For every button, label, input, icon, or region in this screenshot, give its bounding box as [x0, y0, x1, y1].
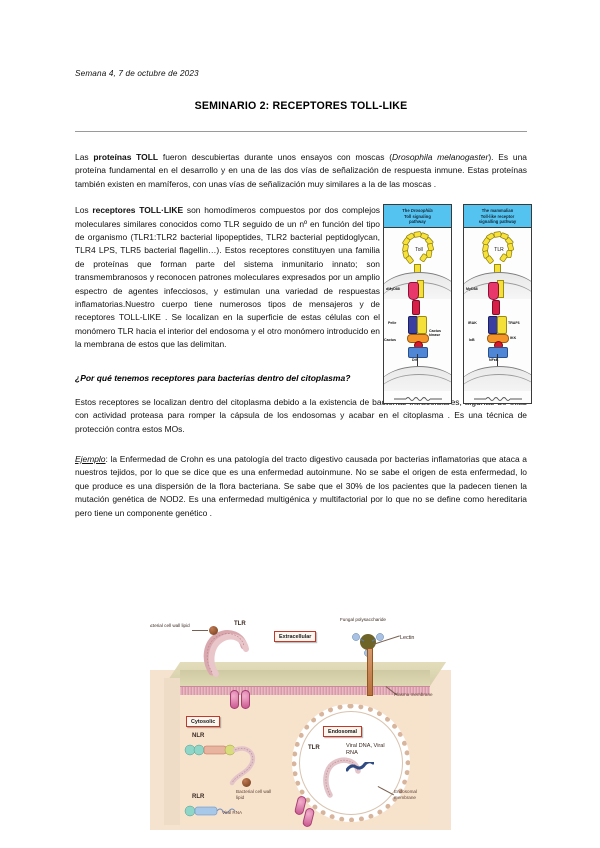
caption-species: Drosophila — [410, 208, 433, 214]
term-proteinas-toll: proteínas TOLL — [93, 152, 159, 162]
label-pelle: Pelle — [388, 321, 397, 326]
label-dif: Dif — [412, 358, 417, 363]
label-irak: IRAK — [468, 321, 477, 326]
pathway-figures-group: The Drosophila Toll signaling pathway — [383, 204, 533, 405]
p1-tail: ). Es una proteína fundamental en el des… — [75, 152, 527, 189]
dna-strand-icon — [394, 397, 442, 402]
tlr-tm-helix-a — [230, 690, 239, 709]
nuclear-membrane-inner — [384, 374, 451, 397]
label-ikb: IκB — [469, 338, 475, 343]
label-traf6: TRAF6 — [508, 321, 520, 326]
section-question-heading: ¿Por qué tenemos receptores para bacteri… — [75, 372, 351, 383]
label-dmyd88: dMyD88 — [386, 287, 400, 292]
irak-red-shape — [492, 300, 500, 316]
caption-line-2: Toll signaling — [404, 213, 431, 219]
label-lectin: Lectin — [400, 635, 415, 641]
pattern-recognition-diagram: Bacterial cell wall lipid TLR Extracellu… — [150, 612, 451, 830]
paragraph-toll-proteins: Las proteínas TOLL fueron descubiertas d… — [75, 151, 527, 191]
label-bacterial-cell-wall-lipid-cytosolic: Bacterial cell wall lipid — [236, 789, 272, 800]
bacterial-lipid-leader-line — [192, 630, 208, 631]
term-receptores-toll-like: receptores TOLL·LIKE — [92, 205, 184, 216]
label-cactus: Cactus — [384, 338, 396, 343]
rlr-receptor-icon — [184, 805, 236, 817]
label-bacterial-cell-wall-lipid-top: Bacterial cell wall lipid — [150, 623, 190, 628]
column-text: Los receptores TOLL·LIKE son homodímeros… — [75, 204, 380, 351]
tlr-receptor-horseshoe-icon: TLR — [482, 231, 514, 265]
lectin-receptor-stem — [367, 648, 373, 696]
label-tlr-endosomal: TLR — [308, 745, 320, 751]
myd88-shape — [488, 282, 499, 301]
p2-lead: Los — [75, 205, 93, 216]
dif-shape — [408, 347, 428, 359]
p1-mid: fueron descubiertas durante unos ensayos… — [158, 152, 393, 162]
pelle-red-shape — [412, 300, 420, 316]
caption-line-2: Toll-like receptor — [480, 213, 515, 219]
nuclear-translocation-arrow — [417, 354, 418, 371]
nfkb-shape — [488, 347, 508, 359]
label-endosomal-membrane: Endosomal membrane — [394, 789, 417, 800]
document-date: Semana 4, 7 de octubre de 2023 — [75, 69, 199, 78]
paragraph-crohn-example: Ejemplo: la Enfermedad de Crohn es una p… — [75, 453, 527, 520]
label-nfkb: NFκB — [489, 358, 499, 363]
paragraph-toll-like-receptors: Los receptores TOLL·LIKE son homodímeros… — [75, 204, 380, 351]
dmyd88-shape — [408, 282, 419, 301]
toll-receptor-horseshoe-icon: Toll — [402, 231, 434, 265]
p1-lead: Las — [75, 152, 94, 162]
label-fungal-polysaccharide: Fungal polysaccharide — [340, 617, 386, 622]
species-drosophila-melanogaster: Drosophila melanogaster — [392, 152, 489, 162]
paragraph-cytoplasmic-receptors: Estos receptores se localizan dentro del… — [75, 396, 527, 434]
label-myd88: MyD88 — [466, 287, 478, 292]
nuclear-translocation-arrow — [497, 354, 498, 371]
fungal-polysaccharide-icon — [352, 633, 384, 657]
tlr-tm-helix-b — [241, 690, 250, 709]
figure-drosophila-caption: The Drosophila Toll signaling pathway — [384, 205, 451, 229]
text-and-figures-row: Los receptores TOLL·LIKE son homodímeros… — [75, 204, 532, 405]
figure-mammalian-caption: The mammalian Toll-like receptor signall… — [464, 205, 531, 229]
membrane-left-face — [164, 678, 180, 825]
figure-drosophila-toll-pathway: The Drosophila Toll signaling pathway — [383, 204, 452, 405]
page-title: SEMINARIO 2: RECEPTORES TOLL-LIKE — [194, 100, 408, 112]
region-label-cytosolic: Cytosolic — [186, 716, 221, 728]
title-divider — [75, 131, 527, 132]
region-label-extracellular: Extracellular — [274, 631, 317, 643]
label-viral-dna-rna: Viral DNA, Viral RNA — [346, 743, 385, 756]
traf6-yellow-shape — [497, 316, 507, 335]
spacer-before-example — [75, 436, 527, 453]
region-label-endosomal: Endosomal — [323, 726, 363, 738]
label-cactus-kinase: Cactus kinase — [429, 329, 441, 338]
figure-pattern-recognition-receptors: Bacterial cell wall lipid TLR Extracellu… — [150, 612, 451, 830]
figure-drosophila-body: Toll dMyD88 Pelle Cactus — [384, 228, 451, 404]
figure-mammalian-body: TLR MyD88 IRAK TRAF6 — [464, 228, 531, 404]
label-tlr-surface: TLR — [234, 621, 246, 627]
caption-line-1: The — [402, 208, 411, 214]
document-content: Semana 4, 7 de octubre de 2023 SEMINARIO… — [75, 0, 532, 520]
endosomal-tlr-horseshoe-icon — [323, 757, 361, 798]
dna-strand-icon — [474, 397, 522, 402]
example-label: Ejemplo — [75, 453, 106, 464]
caption-line-3: signalling pathway — [478, 219, 517, 225]
surface-tlr-horseshoe-icon — [203, 630, 249, 677]
toll-receptor-label: Toll — [415, 247, 423, 253]
nuclear-membrane-inner — [464, 374, 531, 397]
bacterial-lipid-cytosolic-dot — [242, 778, 251, 787]
label-plasma-membrane: Plasma membrane — [394, 692, 433, 697]
figure-mammalian-tlr-pathway: The mammalian Toll-like receptor signall… — [463, 204, 532, 405]
caption-line-1: The mammalian — [481, 208, 514, 214]
pelle-yellow-shape — [417, 316, 427, 335]
label-viral-rna-cytosolic: Viral RNA — [222, 810, 243, 815]
label-rlr: RLR — [192, 794, 205, 800]
label-nlr: NLR — [192, 733, 205, 739]
viral-nucleic-acid-icon — [346, 762, 374, 772]
nlr-receptor-icon — [184, 744, 256, 786]
example-text: : la Enfermedad de Crohn es una patologí… — [75, 453, 527, 518]
p2-tail: son homodímeros compuestos por dos compl… — [75, 205, 381, 350]
caption-line-3: pathway — [409, 219, 426, 225]
tlr-receptor-label: TLR — [494, 247, 504, 253]
bacterial-lipid-ligand-dot — [209, 626, 218, 635]
label-ikk: IKK — [510, 336, 517, 341]
